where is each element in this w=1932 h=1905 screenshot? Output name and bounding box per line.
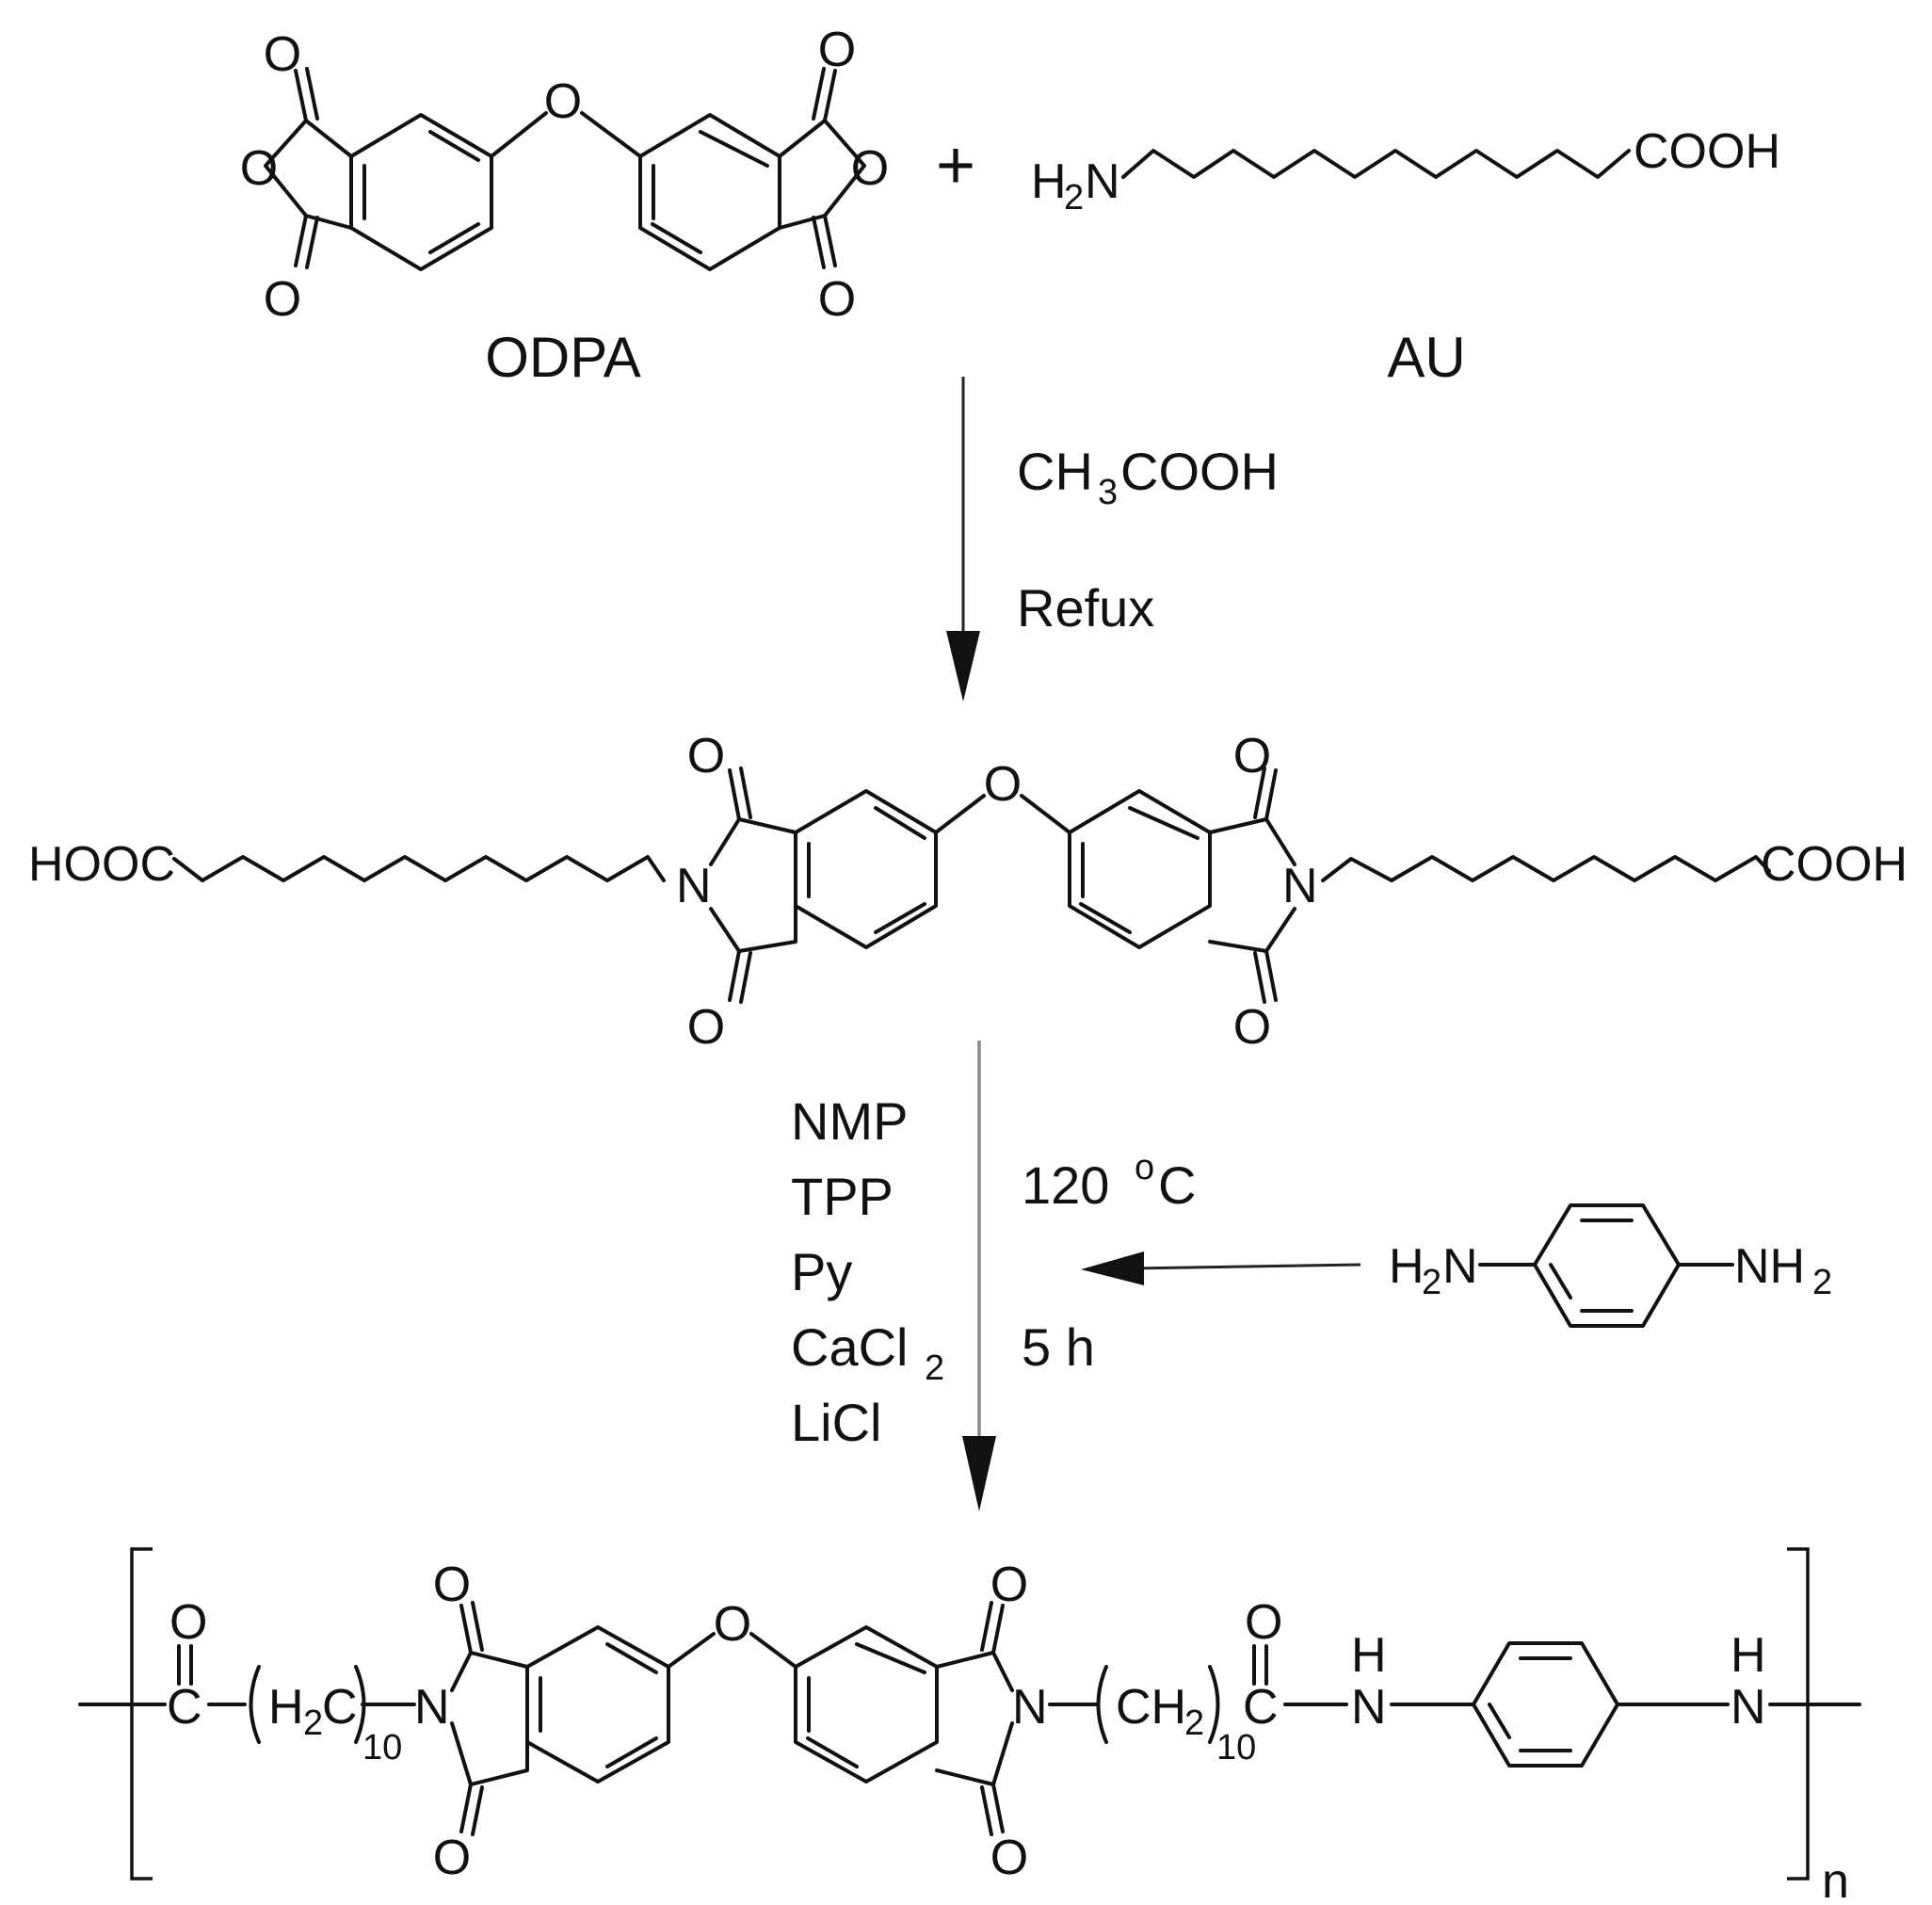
polymer-nh-right-h: H — [1731, 1628, 1766, 1683]
odpa-o-ring-left: O — [240, 141, 278, 196]
diamine-left-sub: 2 — [1422, 1263, 1441, 1302]
plus-sign: + — [936, 128, 975, 203]
intermediate-o-bridge: O — [984, 757, 1022, 812]
step2-reagent-tpp: TPP — [791, 1167, 894, 1226]
step2-temperature-sup: o — [1135, 1148, 1154, 1187]
intermediate-o-2: O — [687, 1000, 725, 1055]
step2-reagent-list: NMP TPP Py CaCl 2 LiCl — [791, 1091, 944, 1452]
intermediate-n-right: N — [1282, 859, 1318, 913]
polymer-nh-left-n: N — [1351, 1680, 1387, 1735]
polymer-nh-right-n: N — [1731, 1680, 1766, 1735]
step1-reagent: CH 3 COOH — [1017, 442, 1279, 512]
diamine-right-sub: 2 — [1812, 1263, 1832, 1302]
polymer-carbonyl-c-right: C — [1243, 1680, 1279, 1735]
odpa-name: ODPA — [485, 326, 641, 389]
odpa-o-top-left: O — [264, 27, 301, 82]
diamine-structure: H 2 N NH 2 — [1389, 1203, 1832, 1328]
polymer-carbonyl-o-right: O — [1245, 1595, 1282, 1650]
intermediate-structure: HOOC N O O O O O N COOH — [28, 729, 1908, 1055]
polymer-ch2-sub: 2 — [1184, 1703, 1204, 1743]
odpa-o-top-right: O — [818, 23, 856, 77]
step1-reagent-rest: COOH — [1120, 442, 1279, 501]
intermediate-o-4: O — [1233, 1000, 1271, 1055]
step1-condition: Refux — [1017, 578, 1154, 638]
step2-temperature-unit: C — [1158, 1155, 1196, 1215]
au-name: AU — [1387, 326, 1465, 389]
step1-reagent-ch: CH — [1017, 442, 1093, 501]
intermediate-left-acid: HOOC — [28, 837, 175, 892]
polymer-n-left: N — [414, 1680, 450, 1735]
intermediate-o-3: O — [1233, 729, 1271, 783]
odpa-o-ring-right: O — [851, 141, 889, 196]
polymer-n-right: N — [1012, 1680, 1048, 1735]
step2-reagent-py: Py — [791, 1242, 852, 1301]
odpa-o-bottom-left: O — [264, 272, 301, 327]
step2-temperature: 120 o C — [1022, 1148, 1196, 1215]
au-amine-sub: 2 — [1064, 178, 1084, 218]
au-amine-n: N — [1085, 154, 1120, 209]
step2-time: 5 h — [1022, 1317, 1095, 1377]
intermediate-n-left: N — [676, 859, 712, 913]
polymer-repeat-10-right: 10 — [1216, 1728, 1256, 1768]
au-structure: H 2 N COOH — [1031, 124, 1780, 218]
polymer-repeat-10-left: 10 — [362, 1728, 402, 1768]
odpa-o-bottom-right: O — [818, 272, 856, 327]
polymer-o-1: O — [433, 1558, 471, 1612]
step2-reagent-licl: LiCl — [791, 1393, 881, 1452]
polymer-nh-left-h: H — [1351, 1628, 1387, 1683]
intermediate-right-acid: COOH — [1761, 837, 1908, 892]
diamine-left-n: N — [1442, 1239, 1478, 1294]
step2-temperature-value: 120 — [1022, 1155, 1109, 1215]
odpa-structure: O O O O O O O — [240, 23, 889, 327]
step1-arrow — [946, 377, 980, 702]
diamine-right-nh: NH — [1734, 1239, 1805, 1294]
polymer-ch2-ch: CH — [1116, 1680, 1186, 1735]
au-acid: COOH — [1634, 124, 1780, 179]
polymer-h2c-sub: 2 — [303, 1703, 323, 1743]
polymer-repeat-n: n — [1822, 1854, 1849, 1905]
step2-arrow — [962, 1041, 996, 1511]
step2-reagent-nmp: NMP — [791, 1091, 908, 1151]
au-amine-h: H — [1031, 154, 1067, 209]
polymer-o-2: O — [433, 1831, 471, 1885]
polymer-o-bridge: O — [714, 1597, 751, 1652]
odpa-o-bridge: O — [544, 74, 582, 129]
diamine-left-h: H — [1389, 1239, 1425, 1294]
polymer-h2c-h: H — [268, 1680, 304, 1735]
diamine-feed-arrow — [1081, 1251, 1361, 1285]
polymer-o-3: O — [990, 1558, 1028, 1612]
step1-reagent-sub: 3 — [1098, 473, 1118, 512]
polymer-carbonyl-o-left: O — [169, 1595, 207, 1650]
polymer-o-4: O — [990, 1831, 1028, 1885]
polymer-structure: n C O H 2 C 10 N O O O O — [78, 1547, 1861, 1905]
polymer-h2c-c: C — [322, 1680, 358, 1735]
step2-reagent-cacl-sub: 2 — [925, 1348, 944, 1388]
step2-reagent-cacl: CaCl — [791, 1317, 908, 1377]
intermediate-o-1: O — [687, 729, 725, 783]
polymer-carbonyl-c-left: C — [167, 1680, 202, 1735]
